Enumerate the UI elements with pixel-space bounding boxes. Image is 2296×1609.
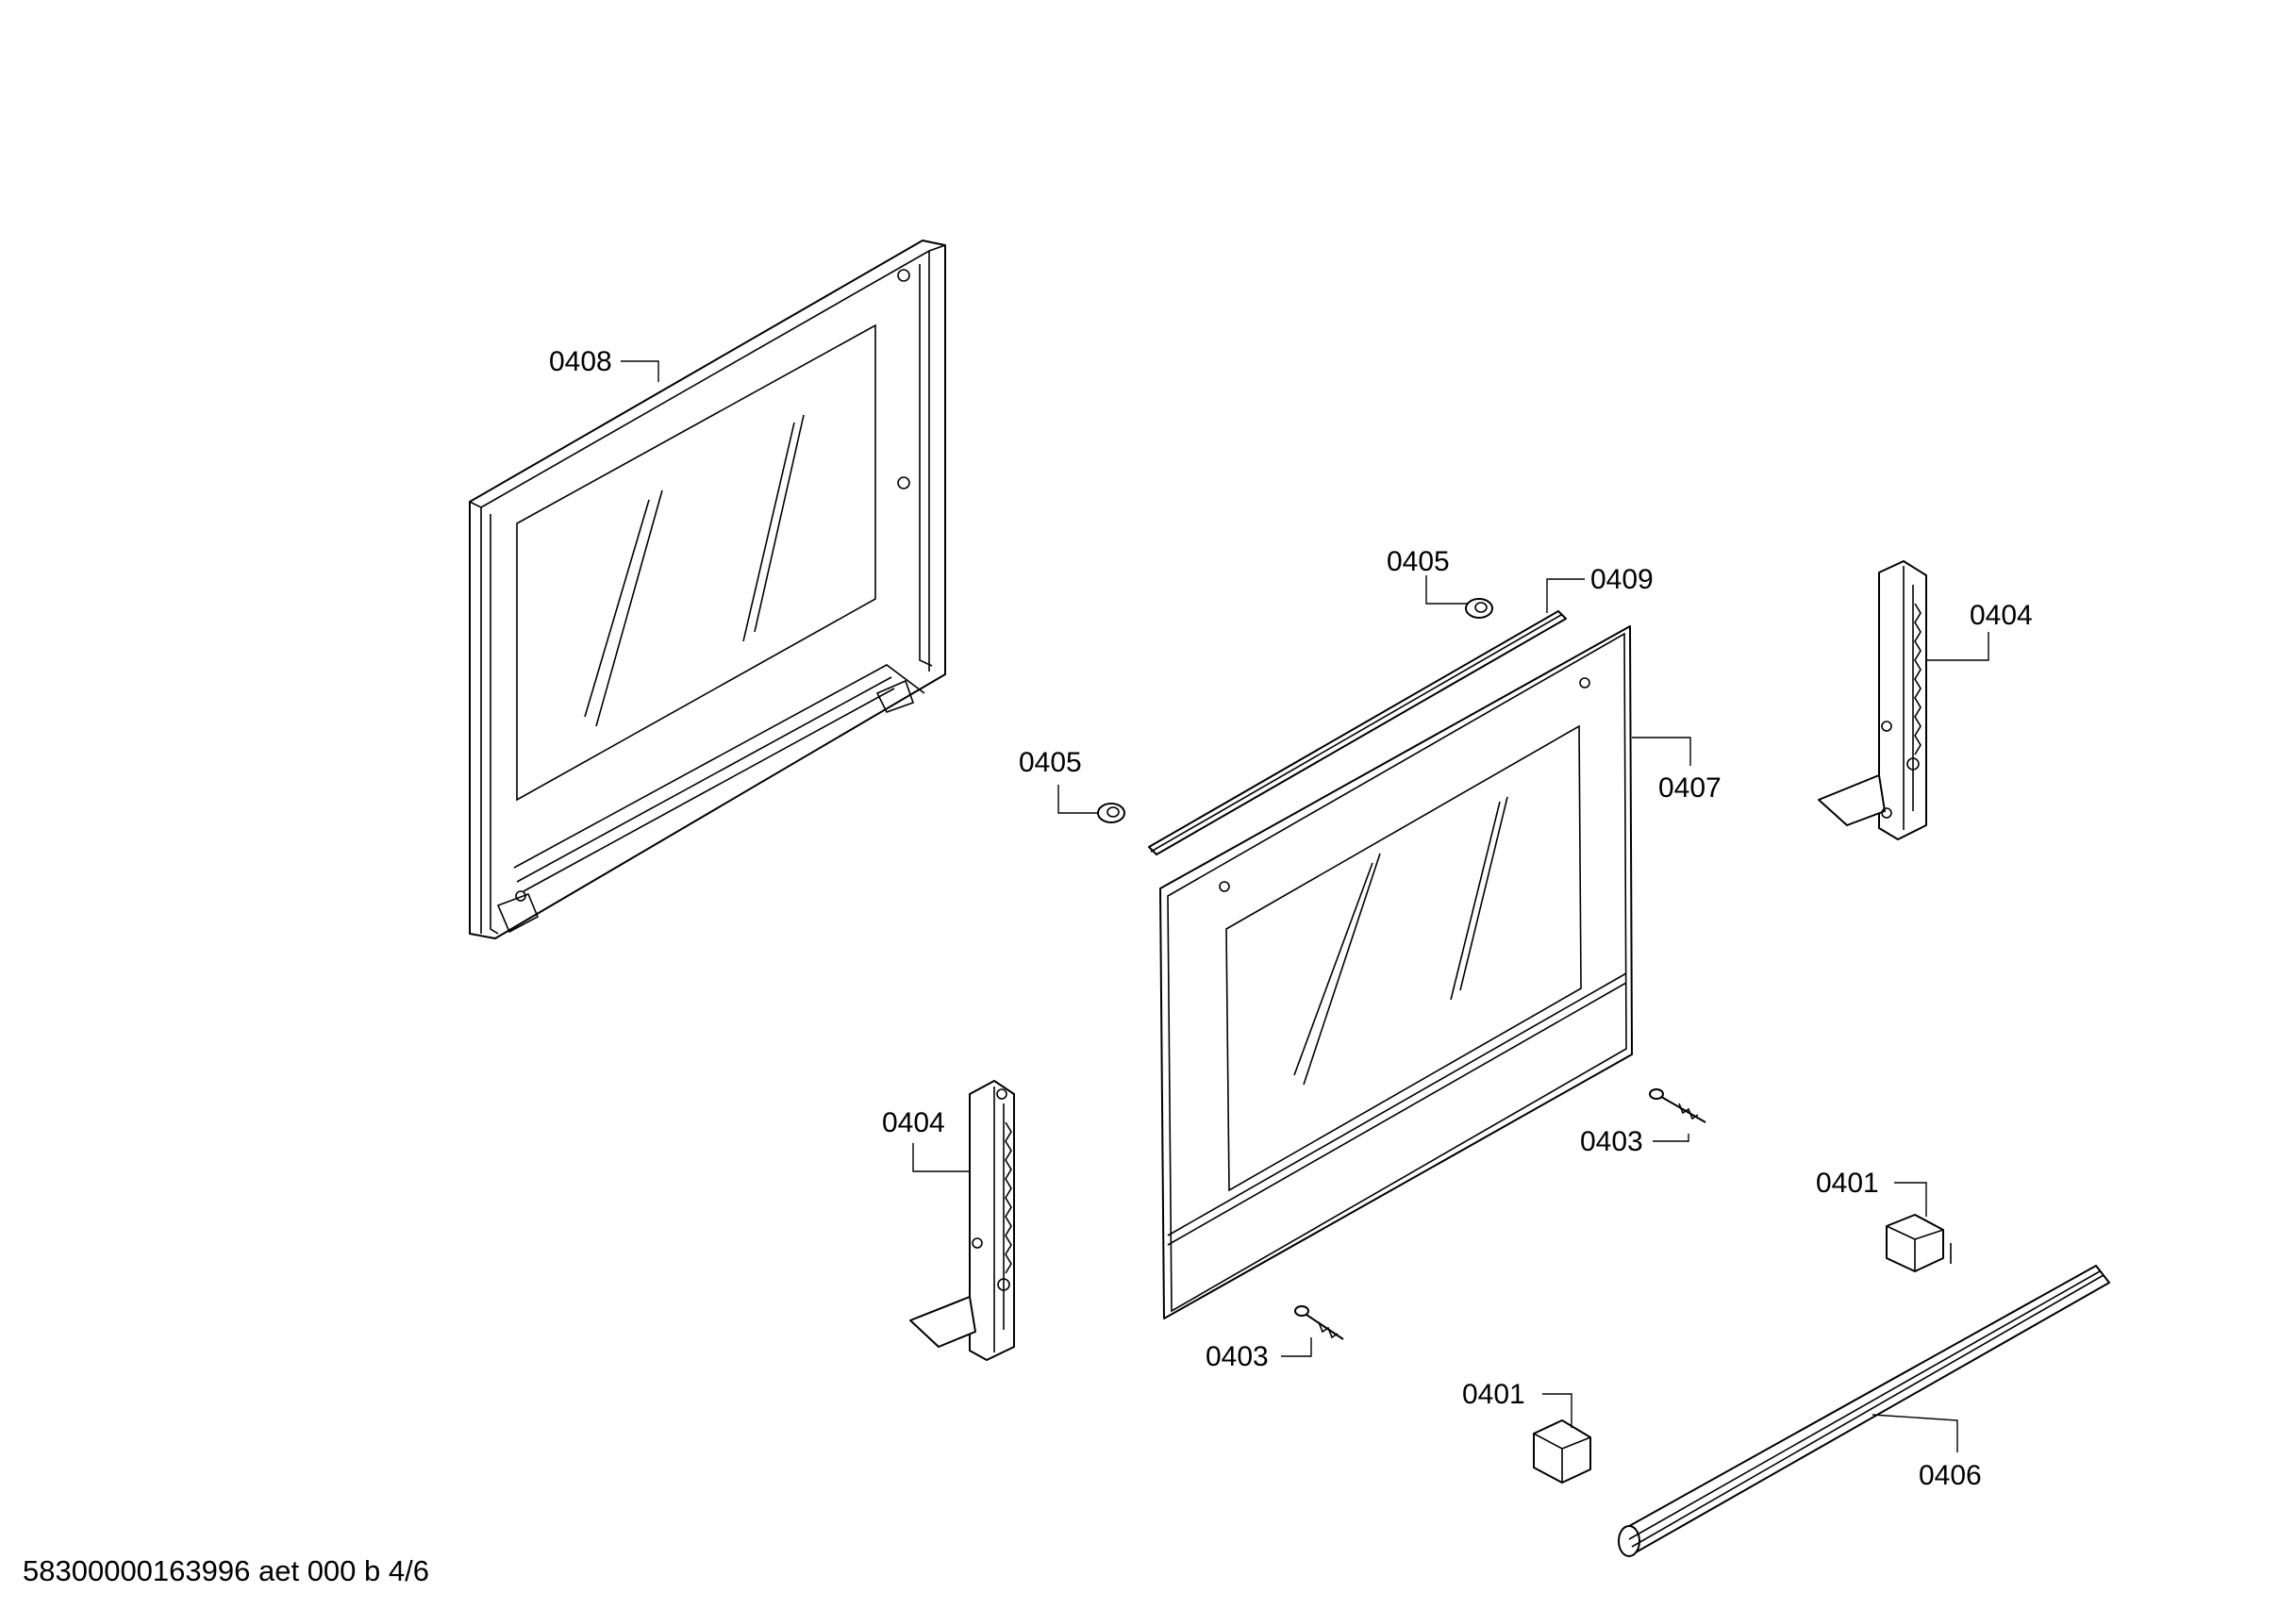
leader-0403-right bbox=[1653, 1134, 1689, 1142]
callout-0404-left: 0404 bbox=[882, 1107, 945, 1138]
leader-0405-upper bbox=[1425, 575, 1467, 605]
leader-0404-right bbox=[1926, 632, 1989, 661]
leader-0401-right bbox=[1894, 1182, 1927, 1217]
callout-0409: 0409 bbox=[1590, 564, 1654, 595]
part-screw-left bbox=[1294, 1305, 1344, 1340]
part-screw-right bbox=[1649, 1088, 1706, 1123]
leader-0404-left bbox=[912, 1143, 970, 1172]
callout-0407: 0407 bbox=[1658, 772, 1722, 804]
part-handle-bar bbox=[1618, 1265, 2110, 1557]
part-clip-right bbox=[1886, 1214, 1952, 1272]
document-reference: 58300000163996 aet 000 b 4/6 bbox=[23, 1554, 429, 1587]
callout-0403-left: 0403 bbox=[1206, 1341, 1269, 1372]
part-seal-strip bbox=[1148, 610, 1567, 855]
callout-0401-right: 0401 bbox=[1816, 1168, 1879, 1199]
leader-0406 bbox=[1872, 1414, 1958, 1452]
leader-0405-left bbox=[1057, 785, 1097, 814]
leader-0408 bbox=[621, 360, 659, 382]
callout-0405-left: 0405 bbox=[1019, 747, 1082, 778]
leader-0409 bbox=[1546, 578, 1585, 613]
callout-0405-upper: 0405 bbox=[1387, 546, 1450, 577]
part-clip-left bbox=[1533, 1419, 1591, 1484]
callout-0403-right: 0403 bbox=[1580, 1126, 1643, 1157]
part-inner-door-panel bbox=[469, 240, 946, 939]
part-hinge-right bbox=[1818, 560, 1927, 840]
callout-0406: 0406 bbox=[1919, 1460, 1982, 1491]
part-cap-upper bbox=[1465, 598, 1493, 619]
part-cap-left bbox=[1097, 803, 1125, 823]
leader-0401-left bbox=[1542, 1393, 1572, 1428]
leader-0407 bbox=[1632, 737, 1691, 766]
leader-0403-left bbox=[1281, 1337, 1312, 1357]
part-hinge-left bbox=[909, 1080, 1015, 1361]
part-outer-glass-door bbox=[1159, 625, 1633, 1319]
callout-0404-right: 0404 bbox=[1970, 600, 2033, 631]
callout-0408: 0408 bbox=[549, 346, 612, 377]
callout-0401-left: 0401 bbox=[1462, 1379, 1525, 1410]
